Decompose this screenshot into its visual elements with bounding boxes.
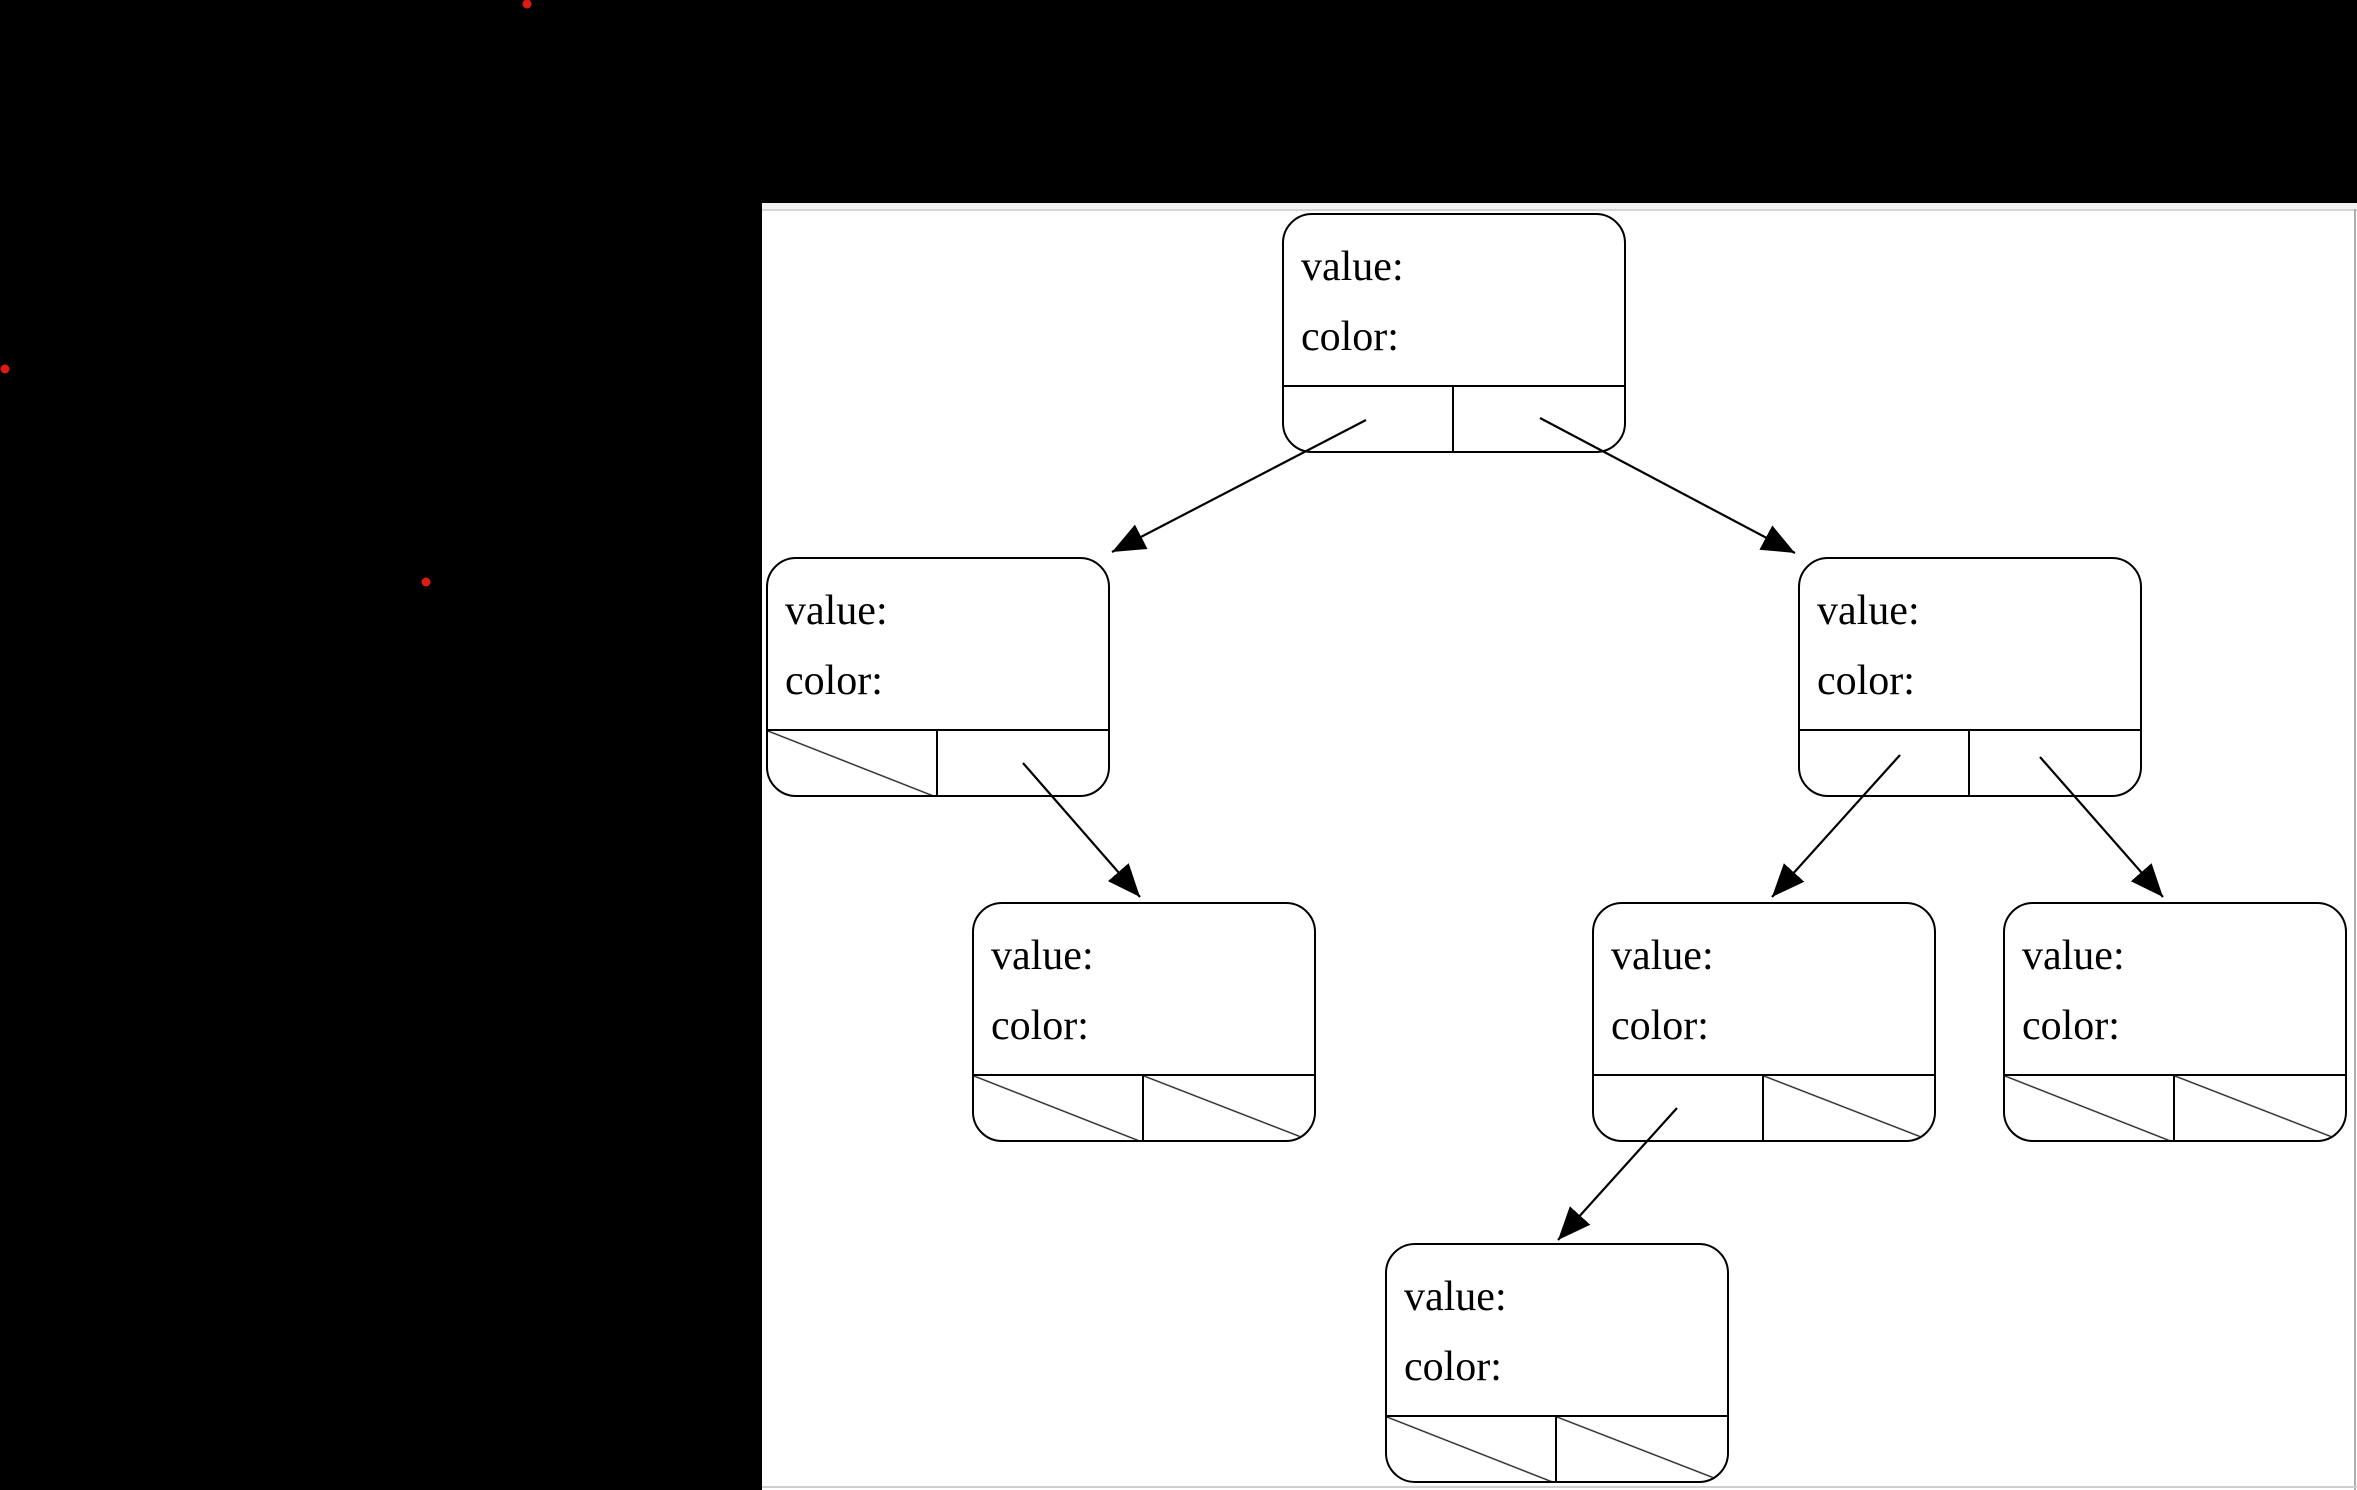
page-bottom-border-line (762, 1486, 2357, 1488)
null-slash-icon (2175, 1076, 2345, 1140)
null-slash-icon (974, 1076, 1142, 1140)
tree-node-right-left-left: value: color: (1385, 1243, 1729, 1483)
tree-node-left-right: value: color: (972, 902, 1316, 1142)
left-pointer-cell (768, 731, 938, 795)
null-slash-icon (2005, 1076, 2173, 1140)
page-top-strip (762, 203, 2357, 209)
node-field-labels: value: color: (768, 559, 1108, 729)
node-field-labels: value: color: (1594, 904, 1934, 1074)
pointer-row (2005, 1074, 2345, 1140)
left-pointer-cell (1387, 1417, 1557, 1481)
node-color-label: color: (1301, 314, 1399, 360)
tree-node-left: value: color: (766, 557, 1110, 797)
right-pointer-cell (2175, 1076, 2345, 1140)
tree-node-right-left: value: color: (1592, 902, 1936, 1142)
node-field-labels: value: color: (1800, 559, 2140, 729)
node-color-label: color: (785, 658, 883, 704)
right-pointer-cell (1144, 1076, 1314, 1140)
node-color-label: color: (991, 1003, 1089, 1049)
node-value-label: value: (991, 933, 1094, 979)
right-pointer-cell (938, 731, 1108, 795)
pointer-row (1800, 729, 2140, 795)
null-slash-icon (1387, 1417, 1555, 1481)
left-pointer-cell (974, 1076, 1144, 1140)
node-value-label: value: (1301, 244, 1404, 290)
node-value-label: value: (1404, 1274, 1507, 1320)
node-field-labels: value: color: (1284, 215, 1624, 385)
right-pointer-cell (1557, 1417, 1727, 1481)
right-pointer-cell (1970, 731, 2140, 795)
pointer-row (1284, 385, 1624, 451)
node-color-label: color: (1817, 658, 1915, 704)
node-value-label: value: (1817, 588, 1920, 634)
node-field-labels: value: color: (1387, 1245, 1727, 1415)
left-pointer-cell (1284, 387, 1454, 451)
red-dot-marker (522, 0, 532, 9)
node-color-label: color: (1404, 1344, 1502, 1390)
node-value-label: value: (1611, 933, 1714, 979)
null-slash-icon (1764, 1076, 1934, 1140)
node-value-label: value: (785, 588, 888, 634)
right-pointer-cell (1764, 1076, 1934, 1140)
null-slash-icon (1144, 1076, 1314, 1140)
node-field-labels: value: color: (974, 904, 1314, 1074)
node-field-labels: value: color: (2005, 904, 2345, 1074)
pointer-row (1387, 1415, 1727, 1481)
tree-node-right-right: value: color: (2003, 902, 2347, 1142)
null-slash-icon (1557, 1417, 1727, 1481)
right-pointer-cell (1454, 387, 1624, 451)
left-pointer-cell (1594, 1076, 1764, 1140)
tree-node-root: value: color: (1282, 213, 1626, 453)
pointer-row (768, 729, 1108, 795)
left-pointer-cell (2005, 1076, 2175, 1140)
tree-node-right: value: color: (1798, 557, 2142, 797)
page-top-border-line (762, 209, 2357, 211)
red-dot-marker (0, 364, 10, 374)
null-slash-icon (768, 731, 936, 795)
node-value-label: value: (2022, 933, 2125, 979)
pointer-row (974, 1074, 1314, 1140)
page-right-border-line (2354, 209, 2356, 1490)
node-color-label: color: (1611, 1003, 1709, 1049)
left-pointer-cell (1800, 731, 1970, 795)
pointer-row (1594, 1074, 1934, 1140)
red-dot-marker (421, 577, 431, 587)
node-color-label: color: (2022, 1003, 2120, 1049)
